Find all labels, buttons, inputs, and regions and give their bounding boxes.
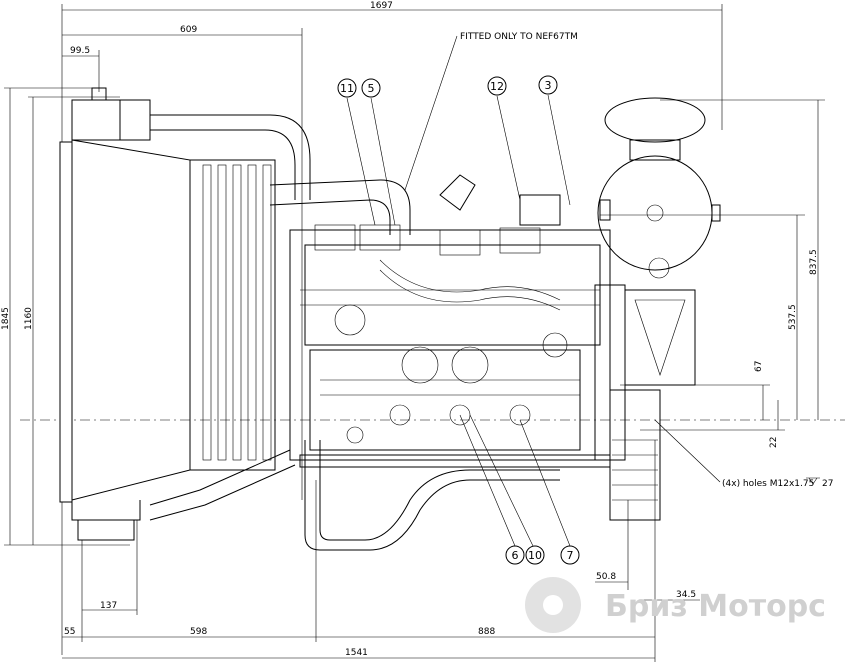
holes-note: (4x) holes M12x1.75 xyxy=(722,479,814,489)
svg-text:3: 3 xyxy=(545,79,552,92)
radiator xyxy=(59,87,276,541)
radiator-grille xyxy=(202,164,272,461)
bottom-hose xyxy=(149,449,291,506)
radiator-foot xyxy=(77,519,135,541)
callout-5: 5 xyxy=(361,78,381,98)
dim-overall-length: 1697 xyxy=(370,1,393,11)
radiator-offset-dimension: 609 xyxy=(62,25,303,500)
dim-foot-width: 137 xyxy=(100,601,117,611)
dim-housing-offset: 50.8 xyxy=(596,572,616,582)
dim-air-filter-height: 837.5 xyxy=(809,249,819,275)
engine-block xyxy=(289,224,696,521)
dim-radiator-offset: 609 xyxy=(180,25,197,35)
dim-radiator-height: 1160 xyxy=(24,307,34,330)
svg-text:7: 7 xyxy=(567,549,574,562)
overall-length-dimension: 1697 xyxy=(61,1,723,655)
mount-offset-dimension: 22 xyxy=(640,400,785,448)
dim-overall-height: 1845 xyxy=(1,307,11,330)
svg-text:27: 27 xyxy=(822,479,833,489)
turbo-pipe xyxy=(269,179,411,235)
top-hose xyxy=(150,114,311,200)
callout-6: 6 xyxy=(505,545,525,565)
sump-pipe xyxy=(304,440,560,551)
callout-12: 12 xyxy=(487,76,507,96)
air-filter xyxy=(597,97,721,279)
callout-7: 7 xyxy=(560,545,580,565)
dim-flange-offset: 34.5 xyxy=(676,590,696,600)
air-filter-height-dimension: 837.5 xyxy=(660,99,825,420)
callout-10: 10 xyxy=(525,545,545,565)
svg-text:10: 10 xyxy=(528,549,542,562)
callout-3: 3 xyxy=(538,75,558,95)
dim-mount-height: 67 xyxy=(754,361,764,372)
svg-text:11: 11 xyxy=(340,82,354,95)
dim-front-overhang: 55 xyxy=(64,627,75,637)
manifold-height-dimension: 537.5 xyxy=(600,214,805,420)
depth-note: 27 xyxy=(806,477,833,489)
dim-front-to-mount: 598 xyxy=(190,627,207,637)
watermark-text: Бриз Моторс xyxy=(605,589,826,624)
svg-text:6: 6 xyxy=(512,549,519,562)
watermark-logo: Бриз Моторс xyxy=(525,577,826,633)
oil-filler xyxy=(519,194,561,226)
bottom-dimensions: 137 55 598 888 1541 50.8 34.5 xyxy=(62,440,700,662)
dim-manifold-height: 537.5 xyxy=(788,304,798,330)
fitted-only-note: FITTED ONLY TO NEF67TM xyxy=(460,32,578,42)
filler-offset-dimension: 99.5 xyxy=(62,46,100,92)
svg-text:5: 5 xyxy=(368,82,375,95)
overall-height-dimension: 1845 xyxy=(1,87,100,545)
radiator-height-dimension: 1160 xyxy=(4,96,130,546)
dim-mount-offset: 22 xyxy=(769,437,779,448)
dim-base-length: 1541 xyxy=(345,648,368,658)
callout-11: 11 xyxy=(337,78,357,98)
dim-filler-offset: 99.5 xyxy=(70,46,90,56)
filler-cap xyxy=(91,87,107,101)
leader-lines xyxy=(346,35,721,547)
dim-mount-to-flywheel: 888 xyxy=(478,627,495,637)
fuel-filter-neck xyxy=(439,174,476,211)
svg-text:12: 12 xyxy=(490,80,504,93)
